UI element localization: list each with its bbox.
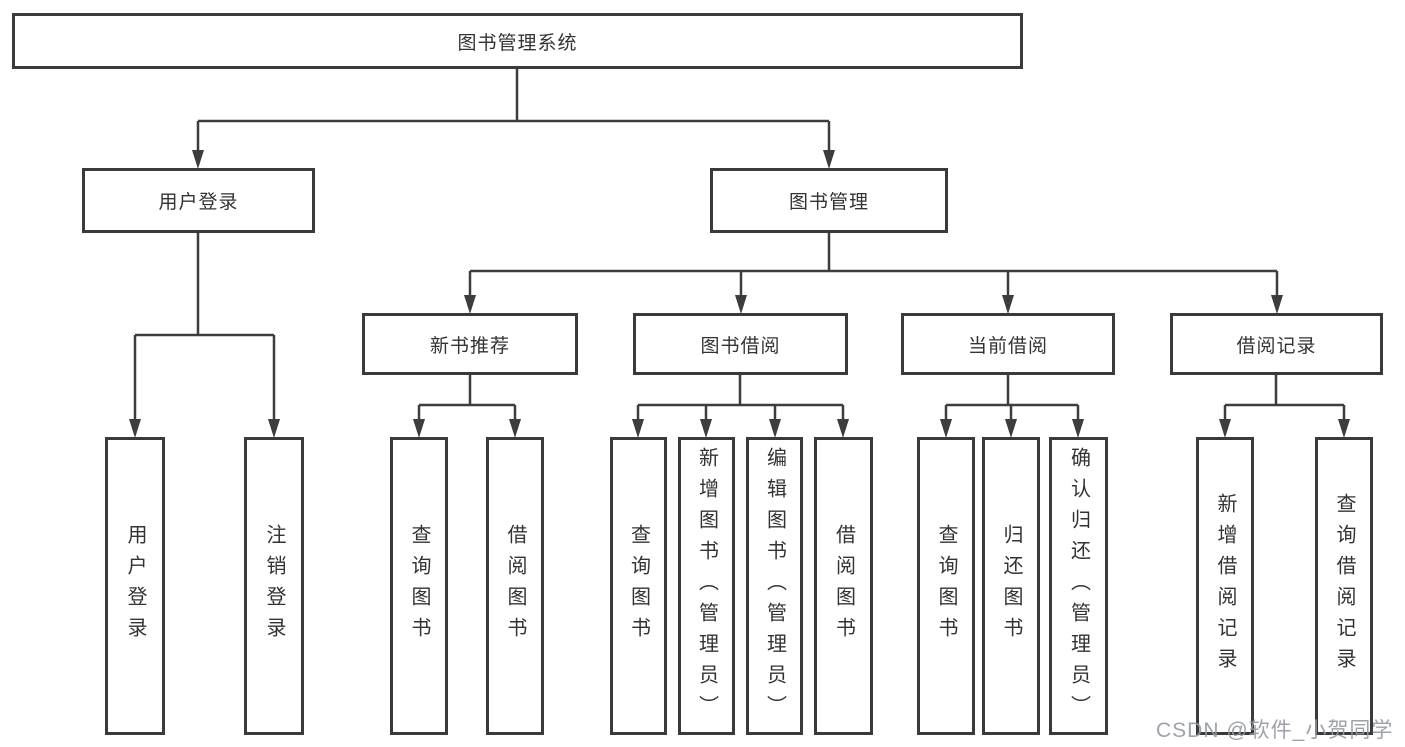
node-current-borrowing: 当前借阅: [901, 313, 1115, 375]
node-borrow-records: 借阅记录: [1170, 313, 1383, 375]
leaf-query-books-recommend: 查询图书: [390, 437, 448, 735]
leaf-query-borrow-record: 查询借阅记录: [1315, 437, 1373, 735]
node-library-management-system: 图书管理系统: [12, 13, 1023, 69]
leaf-query-books-current: 查询图书: [917, 437, 975, 735]
leaf-borrow-books-recommend: 借阅图书: [486, 437, 544, 735]
leaf-add-book-admin: 新增图书（管理员）: [678, 437, 735, 735]
leaf-user-login: 用户登录: [105, 437, 165, 735]
node-book-management: 图书管理: [710, 168, 948, 233]
leaf-edit-book-admin: 编辑图书（管理员）: [746, 437, 803, 735]
csdn-watermark: CSDN @软件_小贺同学: [1156, 719, 1394, 742]
leaf-query-books-borrowing: 查询图书: [610, 437, 667, 735]
leaf-borrow-books-borrowing: 借阅图书: [814, 437, 873, 735]
leaf-logout: 注销登录: [244, 437, 304, 735]
leaf-return-books: 归还图书: [982, 437, 1040, 735]
node-new-book-recommend: 新书推荐: [362, 313, 578, 375]
node-book-borrowing: 图书借阅: [633, 313, 848, 375]
leaf-add-borrow-record: 新增借阅记录: [1196, 437, 1254, 735]
node-user-login: 用户登录: [82, 168, 315, 233]
leaf-confirm-return-admin: 确认归还（管理员）: [1049, 437, 1108, 735]
